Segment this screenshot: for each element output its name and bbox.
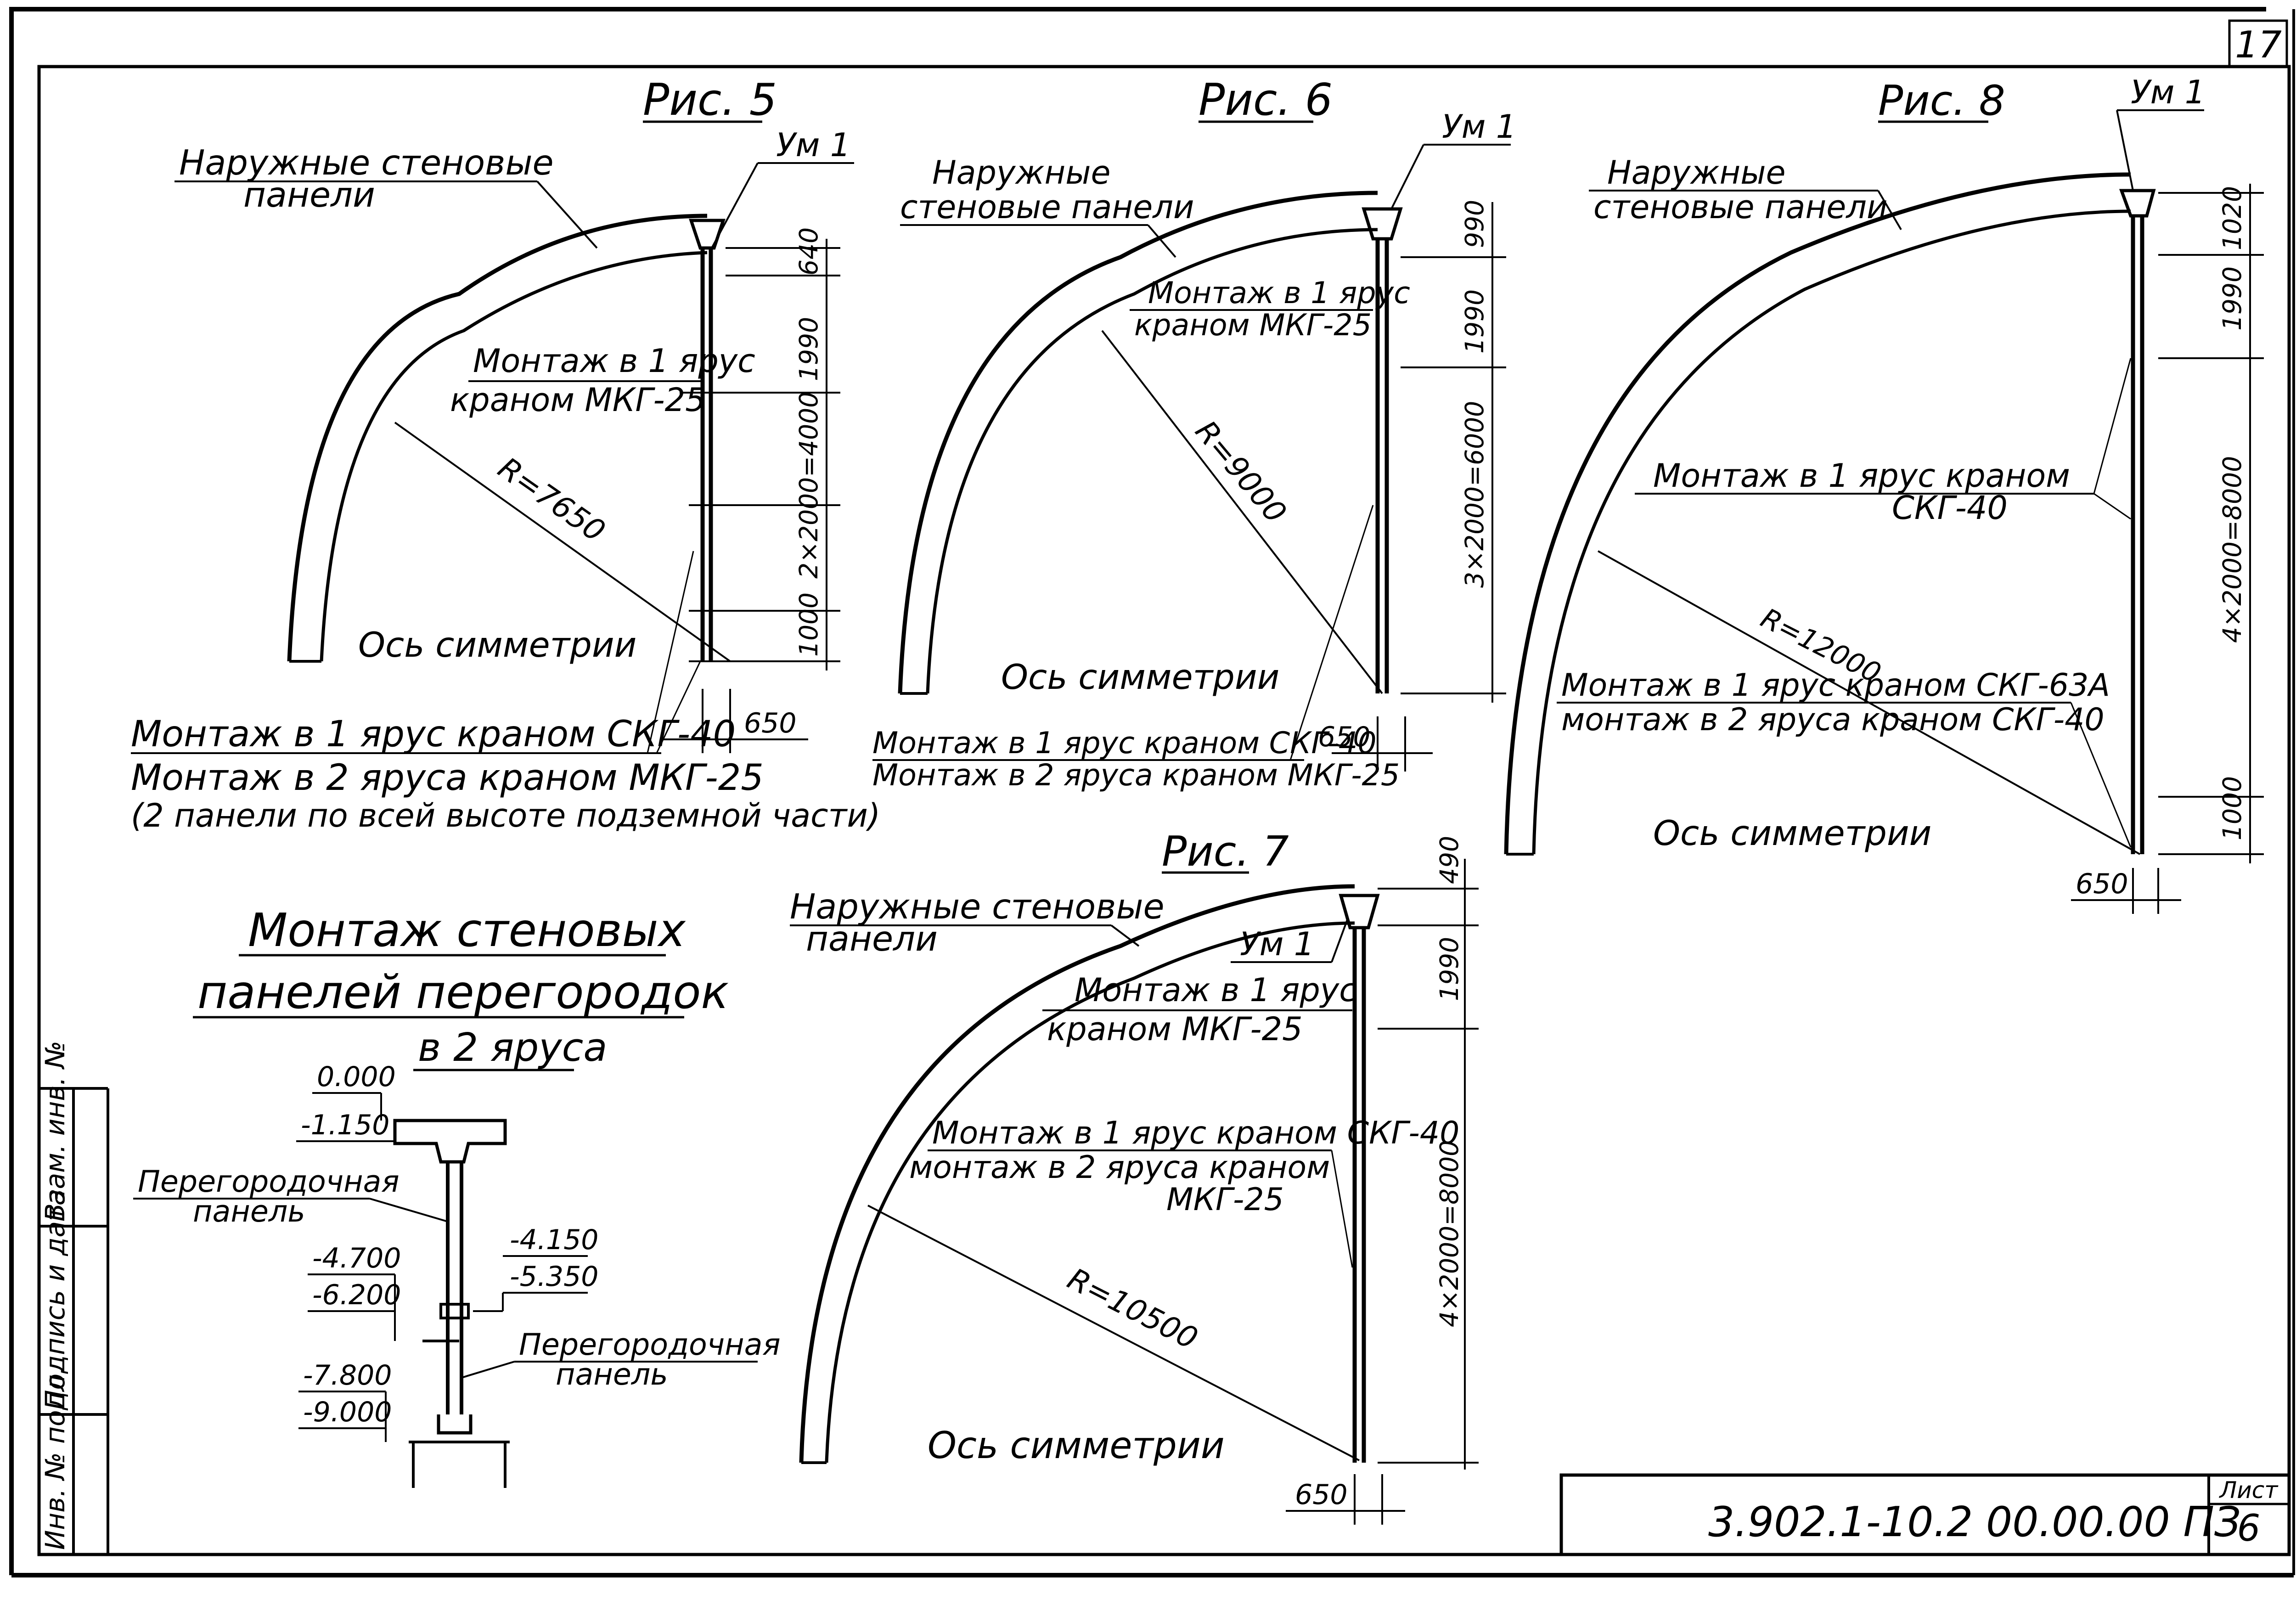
fig5-title: Рис. 5 [643,75,777,125]
strip-vzam-inv: Взам. инв. № [39,1041,71,1222]
fig7-axis: Ось симметрии [928,1424,1225,1467]
fig8-axis: Ось симметрии [1653,813,1931,853]
fig5-arch-outer [287,214,708,662]
fig6-dim-2: 3×2000=6000 [1460,401,1489,588]
fig7-note-1yarus-1: Монтаж в 1 ярус [1075,971,1357,1009]
fig8-note-2-2: монтаж в 2 яруса краном СКГ-40 [1561,702,2105,738]
fig5-bottom-dim: 650 [744,707,797,739]
fig7-note-2-3: МКГ-25 [1166,1182,1284,1218]
level-2: -4.700 [312,1242,401,1274]
fig7-arch-outer [799,884,1355,1463]
fig6-arch-outer [898,191,1378,694]
page-mark: 17 [2228,19,2288,68]
level-0: 0.000 [317,1061,396,1093]
partition-title-2: панелей перегородок [197,965,729,1019]
fig8-arch-outer [1504,172,2131,855]
fig5-axis: Ось симметрии [358,625,636,665]
partition-detail: Монтаж стеновых панелей перегородок в 2 … [133,903,781,1488]
fig6-note-1yarus-2: краном МКГ-25 [1134,308,1372,343]
fig8-outer-panels-2: стеновые панели [1593,188,1888,226]
fig8-dim-0: 1020 [2217,186,2247,250]
fig5-bottom-note-1: Монтаж в 1 ярус краном СКГ-40 [131,714,736,755]
sheet-label: Лист [2219,1477,2279,1504]
fig6-bottom-note-1: Монтаж в 1 ярус краном СКГ-40 [872,726,1377,760]
level-5: -9.000 [303,1396,392,1428]
fig6-dim-0: 990 [1460,200,1489,248]
fig6-dim-1: 1990 [1460,289,1489,354]
fig8-note-1yarus-1: Монтаж в 1 ярус краном [1653,457,2070,495]
partition-label-bottom-1: Перегородочная [519,1328,781,1362]
fig5-node: Ум 1 [776,126,850,164]
fig8-note-2-1: Монтаж в 1 ярус краном СКГ-63А [1561,667,2110,704]
fig7-title: Рис. 7 [1162,828,1289,876]
fig5-note-1yarus-2: краном МКГ-25 [450,381,706,419]
fig8-node: Ум 1 [2131,73,2205,111]
fig5-outer-panels-1: Наружные стеновые [179,142,554,183]
fig7-dim-1: 1990 [1435,937,1464,1001]
fig8-dim-1: 1990 [2217,266,2247,331]
partition-title-1: Монтаж стеновых [248,903,686,957]
figure-5: Рис. 5 640 1990 2×2000=4000 1000 R=7650 … [131,75,880,834]
level-right-1: -5.350 [510,1261,598,1293]
fig7-arch-inner [825,921,1355,1463]
fig8-arch-inner [1532,209,2131,855]
fig5-note-1yarus-1: Монтаж в 1 ярус [473,342,755,380]
partition-label-top-1: Перегородочная [138,1165,400,1199]
fig5-arch-inner [320,251,708,662]
partition-subtitle: в 2 яруса [418,1025,607,1070]
partition-label-top-2: панель [193,1194,305,1229]
fig5-bottom-note-3: (2 панели по всей высоте подземной части… [131,797,880,834]
fig6-bottom-note-2: Монтаж в 2 яруса краном МКГ-25 [872,758,1400,793]
fig6-outer-panels-1: Наружные [932,154,1111,192]
fig6-note-1yarus-1: Монтаж в 1 ярус [1148,276,1410,310]
figure-8: Рис. 8 1020 1990 4×2000=8000 1000 R=1200… [1504,73,2264,914]
fig7-note-1yarus-2: краном МКГ-25 [1047,1010,1303,1048]
sheet-number: 6 [2237,1507,2261,1549]
fig8-bottom-dim: 650 [2076,868,2128,900]
fig5-dim-2: 2×2000=4000 [794,392,823,579]
fig7-note-2-1: Монтаж в 1 ярус краном СКГ-40 [932,1115,1459,1151]
fig6-arch-inner [926,228,1378,694]
page-mark-text: 17 [2235,23,2282,66]
level-4: -7.800 [303,1359,392,1391]
fig5-dim-1: 1990 [794,317,823,381]
figure-7: Рис. 7 490 1990 4×2000=8000 R=10500 Нару… [790,828,1479,1525]
fig6-axis: Ось симметрии [1001,657,1279,697]
document-code: 3.902.1-10.2 00.00.00 ПЗ [1708,1498,2241,1546]
side-strip: Взам. инв. № Подпись и дата Инв. № подл. [39,1041,109,1555]
fig6-title: Рис. 6 [1199,75,1333,125]
level-1: -1.150 [301,1109,389,1141]
fig5-bottom-note-2: Монтаж в 2 яруса краном МКГ-25 [131,757,764,799]
fig8-dim-2: 4×2000=8000 [2217,456,2247,643]
fig7-bottom-dim: 650 [1295,1479,1348,1511]
strip-podpis-data: Подпись и дата [39,1189,71,1410]
fig6-node: Ум 1 [1442,108,1516,146]
title-block: 3.902.1-10.2 00.00.00 ПЗ Лист 6 [1559,1473,2291,1556]
fig8-title: Рис. 8 [1878,77,2005,125]
fig8-note-1yarus-2: СКГ-40 [1892,489,2008,527]
strip-inv-podl: Инв. № подл. [39,1366,71,1550]
fig5-dim-3: 1000 [794,592,823,657]
fig5-dim-0: 640 [794,227,823,276]
fig6-radius: R=9000 [1188,414,1293,529]
partition-label-bottom-2: панель [556,1358,668,1392]
fig7-dim-0: 490 [1435,836,1464,884]
level-right-0: -4.150 [510,1224,598,1256]
fig7-outer-panels-1: Наружные стеновые [790,886,1165,927]
fig6-outer-panels-2: стеновые панели [900,188,1194,226]
level-3: -6.200 [312,1279,401,1311]
fig8-outer-panels-1: Наружные [1607,154,1786,192]
fig7-node: Ум 1 [1240,925,1314,963]
fig6-bottom-dim: 650 [1318,721,1371,753]
figure-6: Рис. 6 990 1990 3×2000=6000 R=9000 Наруж… [872,75,1516,793]
sheet-frame [9,7,2295,1577]
fig8-dim-3: 1000 [2217,776,2247,840]
fig7-note-2-2: монтаж в 2 яруса краном [909,1149,1330,1186]
fig7-dim-2: 4×2000=8000 [1435,1140,1464,1327]
